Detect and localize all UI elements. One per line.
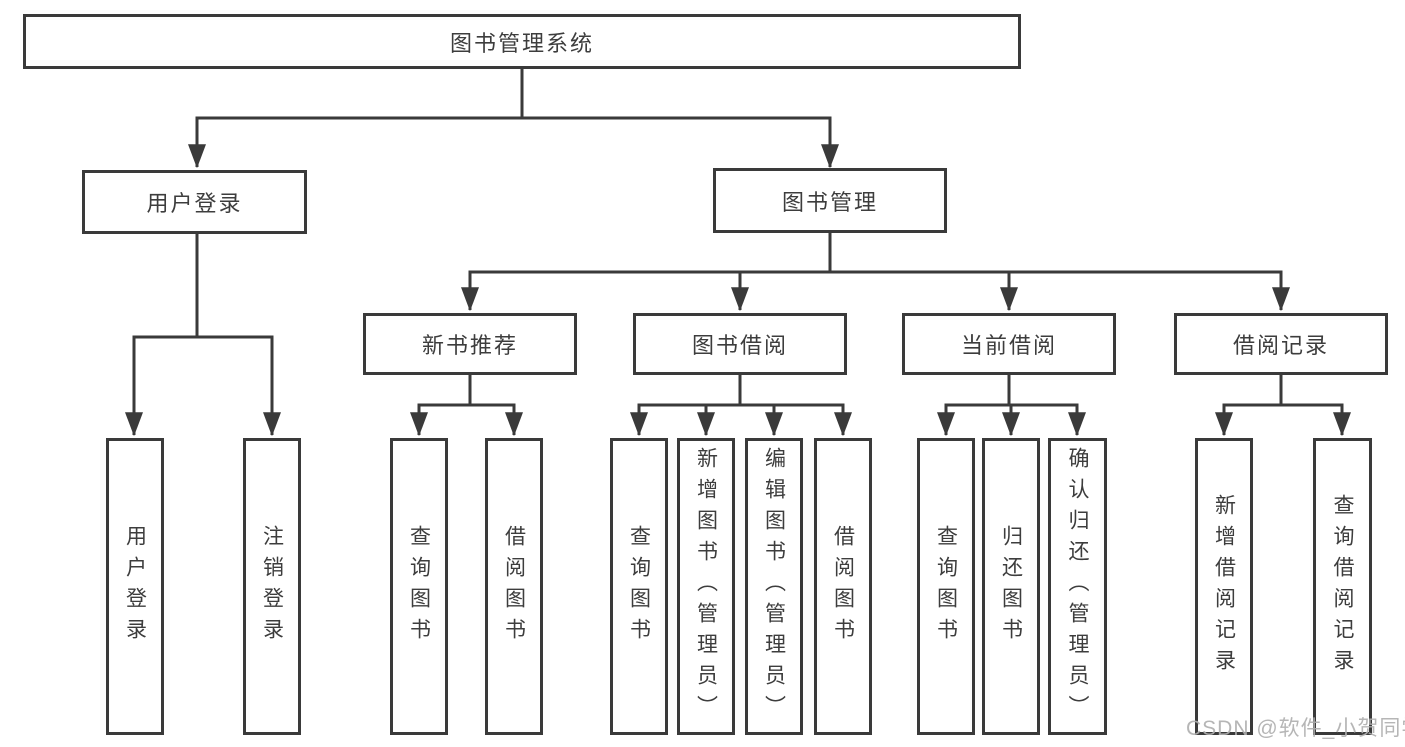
node-current-borrow: 当前借阅 <box>902 313 1116 375</box>
connector-user-login-children <box>125 231 281 437</box>
leaf-recommend-borrow-books: 借阅图书 <box>485 438 543 735</box>
leaf-current-return-books: 归还图书 <box>982 438 1040 735</box>
leaf-logout-login: 注销登录 <box>243 438 301 735</box>
node-user-login: 用户登录 <box>82 170 307 234</box>
leaf-current-query-books: 查询图书 <box>917 438 975 735</box>
connector-book-borrow-children <box>630 372 852 437</box>
connector-book-management-sections <box>461 231 1290 312</box>
leaf-borrow-edit-books-admin: 编辑图书（管理员） <box>745 438 803 735</box>
node-book-management: 图书管理 <box>713 168 947 233</box>
connector-new-book-children <box>410 372 523 437</box>
leaf-borrow-borrow-books: 借阅图书 <box>814 438 872 735</box>
leaf-current-confirm-return-admin: 确认归还（管理员） <box>1048 438 1107 735</box>
leaf-recommend-query-books: 查询图书 <box>390 438 448 735</box>
leaf-user-login: 用户登录 <box>106 438 164 735</box>
csdn-watermark: CSDN @软件_小贺同学 <box>1186 717 1405 740</box>
leaf-borrow-query-books: 查询图书 <box>610 438 668 735</box>
leaf-borrow-add-books-admin: 新增图书（管理员） <box>677 438 735 735</box>
connector-current-borrow-children <box>937 372 1086 437</box>
connector-borrow-records-children <box>1215 372 1351 437</box>
leaf-records-add-borrow-record: 新增借阅记录 <box>1195 438 1253 735</box>
node-root-system: 图书管理系统 <box>23 14 1021 69</box>
connector-root-to-branches <box>188 66 839 169</box>
leaf-records-query-borrow-record: 查询借阅记录 <box>1313 438 1372 735</box>
node-new-book-recommendation: 新书推荐 <box>363 313 577 375</box>
node-book-borrow: 图书借阅 <box>633 313 847 375</box>
node-borrow-records: 借阅记录 <box>1174 313 1388 375</box>
